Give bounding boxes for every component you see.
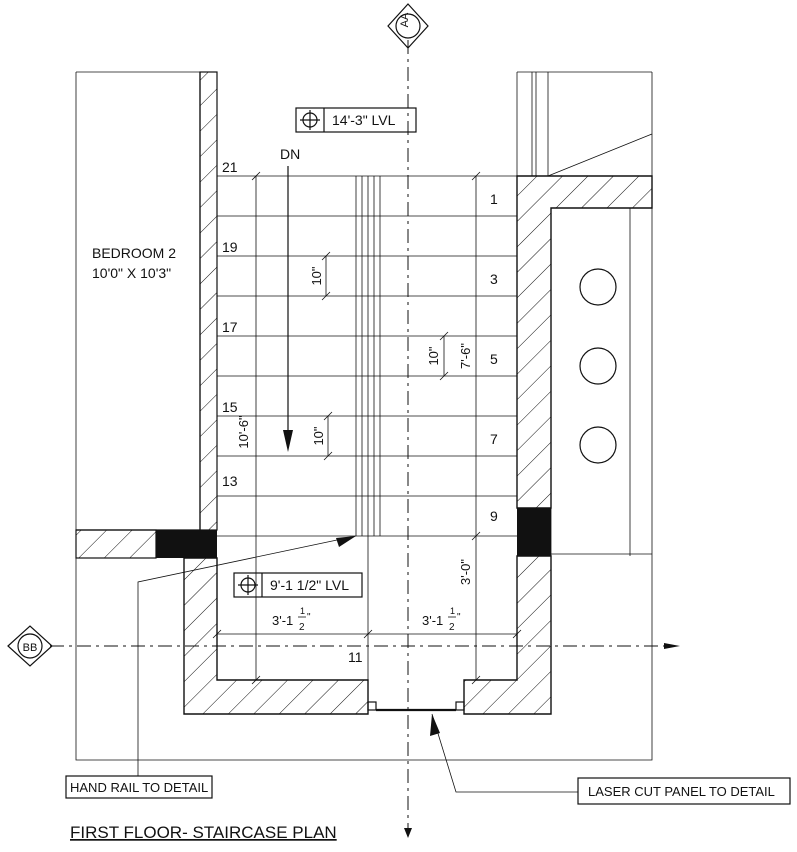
riser-number: 7 [490, 431, 498, 447]
grid-aa-arrow-icon [404, 828, 412, 838]
round-opening-icon [579, 347, 617, 385]
round-opening-icon [579, 268, 617, 306]
down-arrow-icon [283, 430, 293, 452]
drawing-title: FIRST FLOOR- STAIRCASE PLAN [70, 823, 337, 842]
stair-treads [217, 175, 517, 537]
dim-fraction-den: 2 [299, 622, 305, 633]
riser-number: 5 [490, 351, 498, 367]
bedroom-bottom-wall [75, 529, 217, 559]
dim-run-right: 7'-6" [458, 343, 473, 369]
grid-line-bb: BB [7, 625, 680, 667]
laser-panel-text: LASER CUT PANEL TO DETAIL [588, 784, 775, 799]
riser-number: 9 [490, 508, 498, 524]
dim-tread-mid: 10" [426, 346, 441, 365]
leader-arrow-icon [430, 714, 440, 736]
dim-width-left-text: 3'-1 [272, 613, 293, 628]
riser-number: 21 [222, 159, 238, 175]
riser-number: 15 [222, 399, 238, 415]
stair-stringer [355, 176, 381, 680]
grid-bb-arrow-icon [664, 643, 680, 649]
dim-fraction-num: 1 [450, 606, 455, 616]
dim-fraction-num: 1 [300, 606, 305, 616]
laser-panel-callout: LASER CUT PANEL TO DETAIL [430, 713, 791, 805]
direction-arrow: DN [280, 146, 300, 452]
grid-line-aa: AA [387, 3, 429, 838]
round-opening-icon [579, 426, 617, 464]
grid-bubble-aa-label: AA [399, 12, 411, 27]
dim-tread-lower: 10" [311, 426, 326, 445]
dim-fraction-den: 2 [449, 622, 455, 633]
right-wall [516, 72, 653, 556]
riser-number: 19 [222, 239, 238, 255]
riser-number: 3 [490, 271, 498, 287]
dim-width-right: 3'-1 1 2 " [422, 606, 461, 633]
level-upper-text: 14'-3" LVL [332, 112, 396, 128]
level-marker-upper: 14'-3" LVL [295, 107, 417, 133]
leader-arrow-icon [336, 536, 356, 547]
landing-number: 11 [348, 649, 363, 665]
room-label: BEDROOM 2 10'0" X 10'3" [92, 245, 176, 281]
grid-bubble-aa-icon [387, 3, 429, 49]
dim-landing-depth: 3'-0" [458, 559, 473, 585]
dim-width-left: 3'-1 1 2 " [272, 606, 311, 633]
direction-label: DN [280, 146, 300, 162]
grid-bubble-bb-label: BB [23, 642, 38, 654]
riser-number: 17 [222, 319, 238, 335]
floor-boundary [75, 71, 653, 761]
level-marker-lower: 9'-1 1/2" LVL [233, 572, 363, 598]
dim-fraction-tail: " [307, 612, 311, 623]
room-size: 10'0" X 10'3" [92, 265, 171, 281]
decorative-circles [579, 268, 617, 464]
dim-width-right-text: 3'-1 [422, 613, 443, 628]
dimension-lines: 10'-6" 10" 10" 10" 7'-6" 3'-0" [212, 171, 522, 685]
hand-rail-text: HAND RAIL TO DETAIL [70, 780, 208, 795]
riser-number: 13 [222, 473, 238, 489]
dim-fraction-tail: " [457, 612, 461, 623]
room-name: BEDROOM 2 [92, 245, 176, 261]
riser-numbers: 21 19 17 15 13 1 3 5 7 9 [222, 159, 498, 524]
bedroom-wall [76, 71, 218, 531]
grid-bubble-bb-icon [7, 625, 53, 667]
hand-rail-callout: HAND RAIL TO DETAIL [65, 535, 357, 799]
dim-tread-upper: 10" [309, 266, 324, 285]
riser-number: 1 [490, 191, 498, 207]
dim-run-left: 10'-6" [236, 415, 251, 449]
level-lower-text: 9'-1 1/2" LVL [270, 577, 349, 593]
